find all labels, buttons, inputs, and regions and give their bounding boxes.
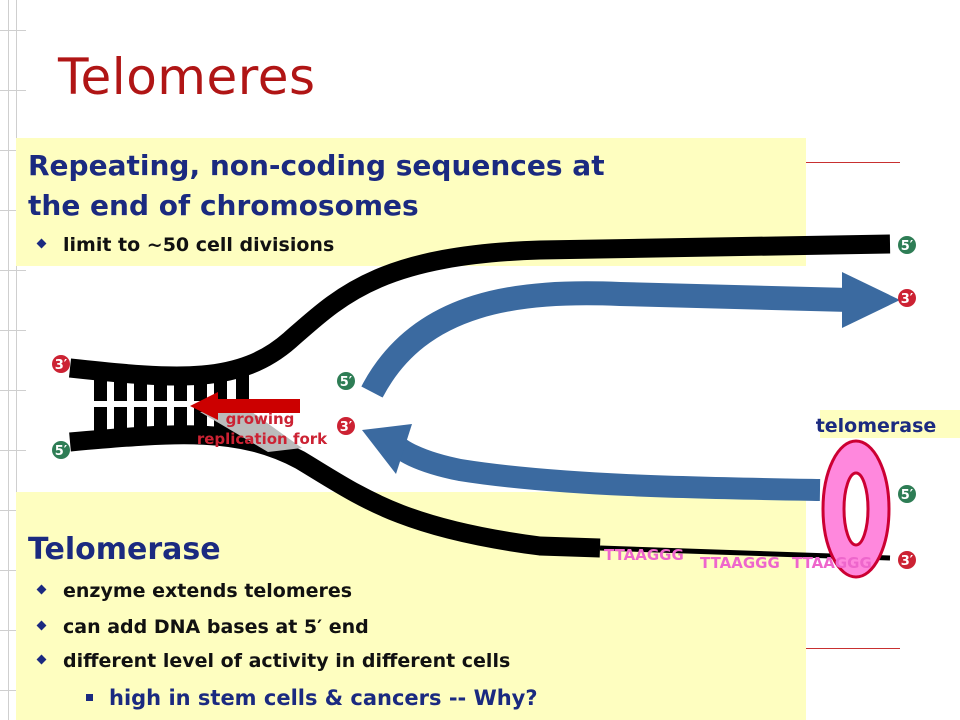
repeat-sequence: TTAAGGG: [700, 554, 780, 572]
fork-label-line2: replication fork: [197, 430, 328, 448]
end-marker-lagging-end: 3′: [337, 417, 355, 435]
svg-text:3′: 3′: [901, 554, 914, 569]
end-marker-left-top: 3′: [52, 355, 70, 373]
sub-bullet-text: high in stem cells & cancers -- Why?: [109, 686, 538, 710]
end-marker-leading-start: 5′: [337, 372, 355, 390]
slide-title: Telomeres: [58, 48, 316, 106]
svg-text:5′: 5′: [340, 375, 353, 390]
telomerase-bullet: different level of activity in different…: [36, 650, 511, 672]
bullet-text: enzyme extends telomeres: [63, 580, 353, 602]
svg-text:3′: 3′: [340, 420, 353, 435]
telomerase-heading: Telomerase: [28, 532, 221, 567]
bullet-icon: [36, 654, 47, 665]
svg-text:5′: 5′: [55, 444, 68, 459]
bullet-text: different level of activity in different…: [63, 650, 511, 672]
end-marker-right-top-3: 3′: [898, 289, 916, 307]
bullet-icon: [36, 620, 47, 631]
telomerase-bullet: enzyme extends telomeres: [36, 580, 353, 602]
svg-text:3′: 3′: [55, 358, 68, 373]
fork-arrow-head: [190, 392, 218, 420]
fork-arrow-shaft: [214, 399, 300, 413]
leading-strand: [361, 281, 851, 398]
fork-wedge: [200, 412, 302, 452]
red-rule: [806, 162, 900, 163]
definition-bullet: limit to ~50 cell divisions: [36, 234, 335, 256]
grid-line: [0, 30, 26, 31]
svg-text:5′: 5′: [901, 488, 914, 503]
bullet-icon: [36, 238, 47, 249]
grid-line: [0, 690, 26, 691]
telomerase-sub-bullet: high in stem cells & cancers -- Why?: [86, 686, 538, 710]
leading-strand-arrowhead: [842, 272, 900, 328]
telomerase-box: [16, 492, 806, 720]
sub-bullet-icon: [86, 693, 93, 701]
bullet-icon: [36, 584, 47, 595]
base-pairs: [88, 370, 256, 436]
end-marker-right-top-5: 5′: [898, 236, 916, 254]
parent-strand-top: [68, 234, 891, 386]
telomerase-enzyme-hole: [842, 471, 870, 547]
telomerase-bullet: can add DNA bases at 5′ end: [36, 616, 369, 638]
grid-line: [0, 330, 26, 331]
grid-line: [0, 630, 26, 631]
parent-strand-bottom: [69, 425, 601, 558]
end-marker-left-bottom: 5′: [52, 441, 70, 459]
grid-line: [0, 450, 26, 451]
grid-line: [0, 270, 26, 271]
grid-line: [16, 0, 17, 720]
grid-line: [8, 0, 9, 720]
telomerase-label: telomerase: [816, 415, 937, 437]
grid-line: [0, 210, 26, 211]
lagging-strand-arrowhead: [362, 424, 412, 474]
grid-line: [0, 390, 26, 391]
svg-text:5′: 5′: [901, 239, 914, 254]
grid-line: [0, 90, 26, 91]
lagging-strand: [382, 433, 821, 501]
end-marker-right-bottom-3: 3′: [898, 551, 916, 569]
bullet-text: can add DNA bases at 5′ end: [63, 616, 369, 638]
grid-line: [0, 570, 26, 571]
bullet-text: limit to ~50 cell divisions: [63, 234, 335, 256]
repeat-sequence: TTAAGGG: [792, 554, 872, 572]
svg-text:3′: 3′: [901, 292, 914, 307]
definition-heading-line1: Repeating, non-coding sequences at: [28, 149, 605, 182]
end-marker-right-bottom-5: 5′: [898, 485, 916, 503]
grid-line: [0, 150, 26, 151]
fork-label-line1: growing: [226, 410, 295, 428]
telomerase-label-bg: [820, 410, 960, 438]
grid-line: [0, 510, 26, 511]
repeat-sequence: TTAAGGG: [604, 546, 684, 564]
red-rule: [806, 648, 900, 649]
definition-heading-line2: the end of chromosomes: [28, 189, 419, 222]
